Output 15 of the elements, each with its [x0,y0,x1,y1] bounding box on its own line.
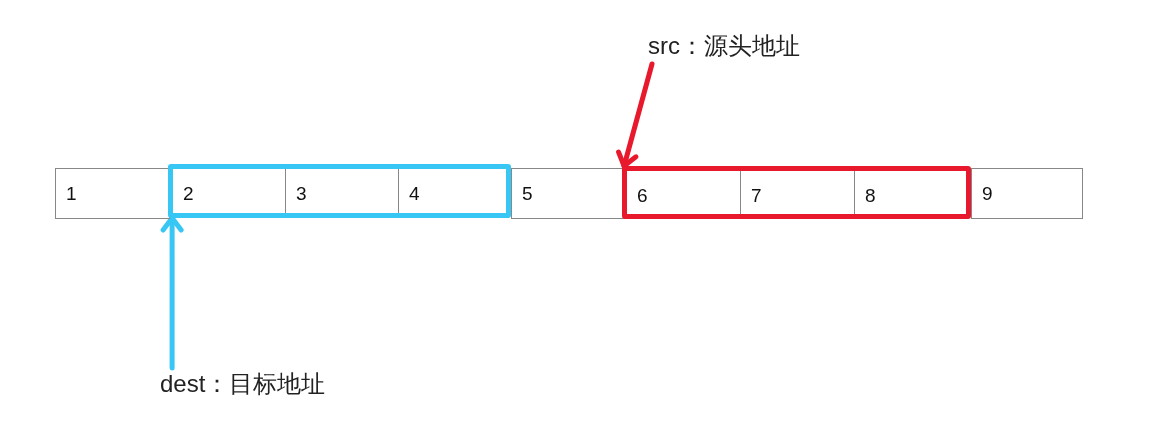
address-label: dest：目标地址 [160,368,380,402]
arrow [160,215,184,371]
highlight-frame [168,164,511,218]
array-cell: 4 [398,169,506,213]
array-cell: 2 [173,169,285,213]
array-cell: 8 [854,171,966,214]
array-cell: 5 [511,168,625,219]
arrow [616,61,655,169]
address-label: src：源头地址 [648,30,848,64]
highlight-frame [622,166,971,219]
array-cell: 1 [55,168,170,219]
array-cell: 6 [627,171,740,214]
array-cell: 3 [285,169,398,213]
array-cell: 9 [971,168,1083,219]
array-cell: 7 [740,171,854,214]
